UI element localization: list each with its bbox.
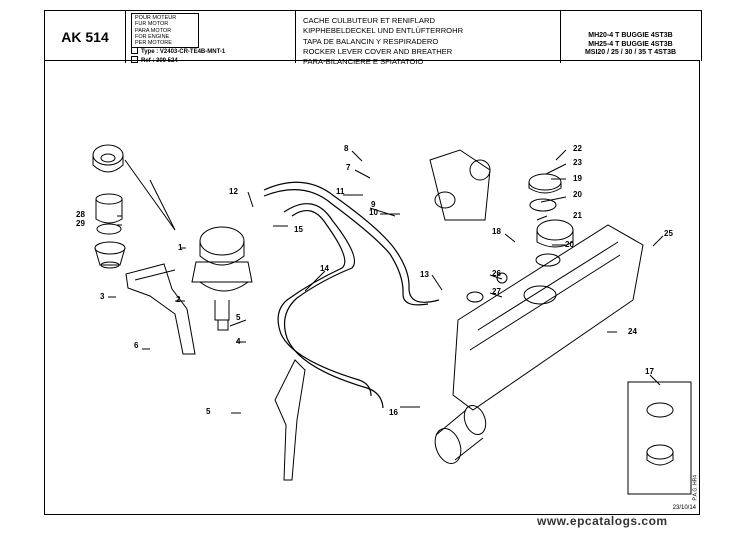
title-fr: CACHE CULBUTEUR ET RENIFLARD [303, 16, 435, 25]
title-de: KIPPHEBELDECKEL UND ENTLÜFTERROHR [303, 26, 464, 36]
title-cell: CACHE CULBUTEUR ET RENIFLARD KIPPHEBELDE… [295, 11, 561, 66]
engine-label: PARA MOTOR [135, 27, 172, 34]
engine-label: POUR MOTEUR [135, 15, 177, 21]
callout: 24 [628, 327, 637, 336]
page-code: AK 514 [61, 29, 109, 45]
callout: 10 [369, 208, 378, 217]
engine-cell: POUR MOTEUR FUR MOTOR PARA MOTOR FOR ENG… [125, 11, 296, 64]
revision-date: 23/10/14 [672, 505, 696, 511]
callout: 27 [492, 287, 501, 296]
watermark: www.epcatalogs.com [537, 514, 668, 528]
callout: 4 [236, 337, 241, 346]
bracket-drawing [125, 263, 196, 355]
callout: 22 [573, 144, 582, 153]
breather-hose-drawing [263, 181, 440, 409]
callout: 1 [178, 243, 183, 252]
callout: 28 [76, 210, 85, 219]
callout: 20 [565, 240, 574, 249]
callout: 20 [573, 190, 582, 199]
engine-label: FUR MOTOR [135, 21, 169, 28]
lower-bracket-drawing [274, 359, 306, 481]
callout: 18 [492, 227, 501, 236]
oil-filter-drawing [92, 144, 126, 269]
callout: 25 [664, 229, 673, 238]
parts-sheet: AK 514 POUR MOTEUR FUR MOTOR PARA MOTOR … [44, 10, 702, 515]
title-it: PARA-BILANCIERE E SFIATATOIO [303, 57, 424, 67]
title-es: TAPA DE BALANCIN Y RESPIRADERO [303, 36, 439, 46]
callout: 26 [492, 269, 501, 278]
callout: 11 [336, 187, 345, 196]
ref-row: Ref : 309 524 [131, 56, 178, 64]
type-row: Type : V2403-CR-TE4B-MNT-1 [131, 47, 225, 55]
callout: 13 [420, 270, 429, 279]
pipe-elbow-drawing [429, 149, 491, 221]
rocker-cover-drawing [452, 173, 644, 411]
model-line: MH25-4 T BUGGIE 4ST3B [588, 40, 673, 48]
header: AK 514 POUR MOTEUR FUR MOTOR PARA MOTOR … [44, 10, 702, 66]
title-en: ROCKER LEVER COVER AND BREATHER [303, 46, 453, 56]
title-block: CACHE CULBUTEUR ET RENIFLARD KIPPHEBELDE… [303, 16, 463, 67]
model-line: MSI20 / 25 / 30 / 35 T 4ST3B [584, 49, 677, 56]
callout: 6 [134, 341, 139, 350]
callout: 5 [236, 313, 241, 322]
model-list: MH20-4 T BUGGIE 4ST3B MH25-4 T BUGGIE 4S… [560, 32, 701, 58]
engine-type: Type : V2403-CR-TE4B-MNT-1 [141, 49, 226, 55]
engine-label-box: POUR MOTEUR FUR MOTOR PARA MOTOR FOR ENG… [131, 13, 199, 49]
breather-assembly-drawing [124, 159, 253, 331]
callout: 19 [573, 174, 582, 183]
engine-ref: Ref : 309 524 [141, 58, 178, 64]
callout: 9 [371, 200, 376, 209]
callout: 2 [176, 295, 181, 304]
side-code: P.A.G. HR4 [692, 475, 698, 501]
code-cell: AK 514 [45, 11, 126, 63]
callout: 8 [344, 144, 349, 153]
header-divider [44, 60, 700, 61]
callout: 15 [294, 225, 303, 234]
callout: 3 [100, 292, 105, 301]
callout: 5 [206, 407, 211, 416]
checkbox-icon [131, 47, 138, 54]
callout: 29 [76, 219, 85, 228]
kit-box-drawing [627, 381, 692, 495]
engine-label: PER MOTORE [135, 40, 172, 47]
callout: 12 [229, 187, 238, 196]
callout: 7 [346, 163, 351, 172]
engine-label: FOR ENGINE [135, 33, 170, 40]
callout: 23 [573, 158, 582, 167]
model-cell: MH20-4 T BUGGIE 4ST3B MH25-4 T BUGGIE 4S… [560, 11, 701, 63]
checkbox-icon [131, 56, 138, 63]
callout: 21 [573, 211, 582, 220]
callout: 14 [320, 264, 329, 273]
callout: 16 [389, 408, 398, 417]
drawing-frame [44, 60, 700, 515]
callout: 17 [645, 367, 654, 376]
model-line: MH20-4 T BUGGIE 4ST3B [588, 32, 673, 39]
outlet-pipe-drawing [434, 404, 487, 464]
